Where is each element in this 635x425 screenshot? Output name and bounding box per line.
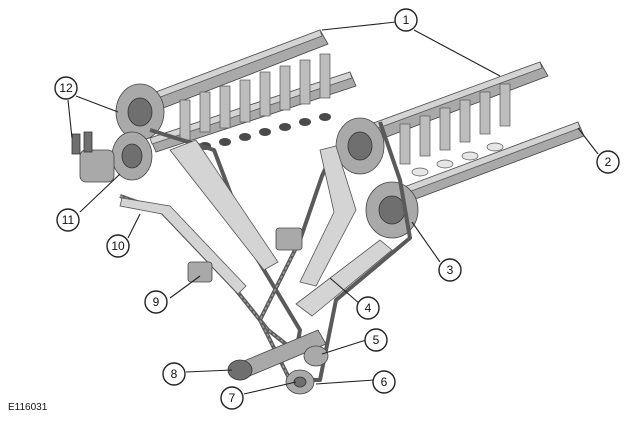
figure-reference-code: E116031 bbox=[8, 402, 48, 413]
callout-7: 7 bbox=[220, 386, 244, 410]
right-bank-camshafts bbox=[359, 61, 585, 211]
vct-solenoid bbox=[71, 131, 115, 183]
leader-lines bbox=[67, 21, 599, 395]
chain-guides bbox=[119, 139, 393, 317]
callout-9: 9 bbox=[144, 290, 168, 314]
left-lower-cam-sprocket bbox=[111, 131, 153, 181]
svg-text:11: 11 bbox=[62, 213, 75, 227]
svg-text:12: 12 bbox=[59, 81, 73, 95]
tensioner-left bbox=[187, 261, 213, 283]
callout-12: 12 bbox=[54, 76, 78, 100]
callout-6: 6 bbox=[372, 370, 396, 394]
crankshaft bbox=[227, 329, 327, 381]
left-upper-cam-sprocket bbox=[115, 83, 165, 141]
tensioner-center bbox=[275, 227, 303, 251]
svg-text:10: 10 bbox=[111, 239, 125, 253]
svg-text:1: 1 bbox=[403, 13, 410, 27]
right-upper-cam-sprocket bbox=[335, 117, 385, 175]
callout-3: 3 bbox=[438, 258, 462, 282]
svg-text:5: 5 bbox=[373, 333, 380, 347]
svg-text:4: 4 bbox=[365, 301, 372, 315]
callout-11: 11 bbox=[56, 208, 80, 232]
svg-text:3: 3 bbox=[447, 263, 454, 277]
crank-sprocket bbox=[285, 369, 315, 395]
svg-text:8: 8 bbox=[171, 367, 178, 381]
svg-text:7: 7 bbox=[229, 391, 236, 405]
callout-2: 2 bbox=[596, 150, 620, 174]
svg-text:6: 6 bbox=[381, 375, 388, 389]
callout-5: 5 bbox=[364, 328, 388, 352]
svg-text:2: 2 bbox=[605, 155, 612, 169]
callout-8: 8 bbox=[162, 362, 186, 386]
svg-text:9: 9 bbox=[153, 295, 160, 309]
callout-4: 4 bbox=[356, 296, 380, 320]
callout-10: 10 bbox=[106, 234, 130, 258]
callout-1: 1 bbox=[394, 8, 418, 32]
right-lower-cam-sprocket bbox=[365, 181, 419, 239]
oil-pump-sprocket bbox=[303, 345, 329, 367]
